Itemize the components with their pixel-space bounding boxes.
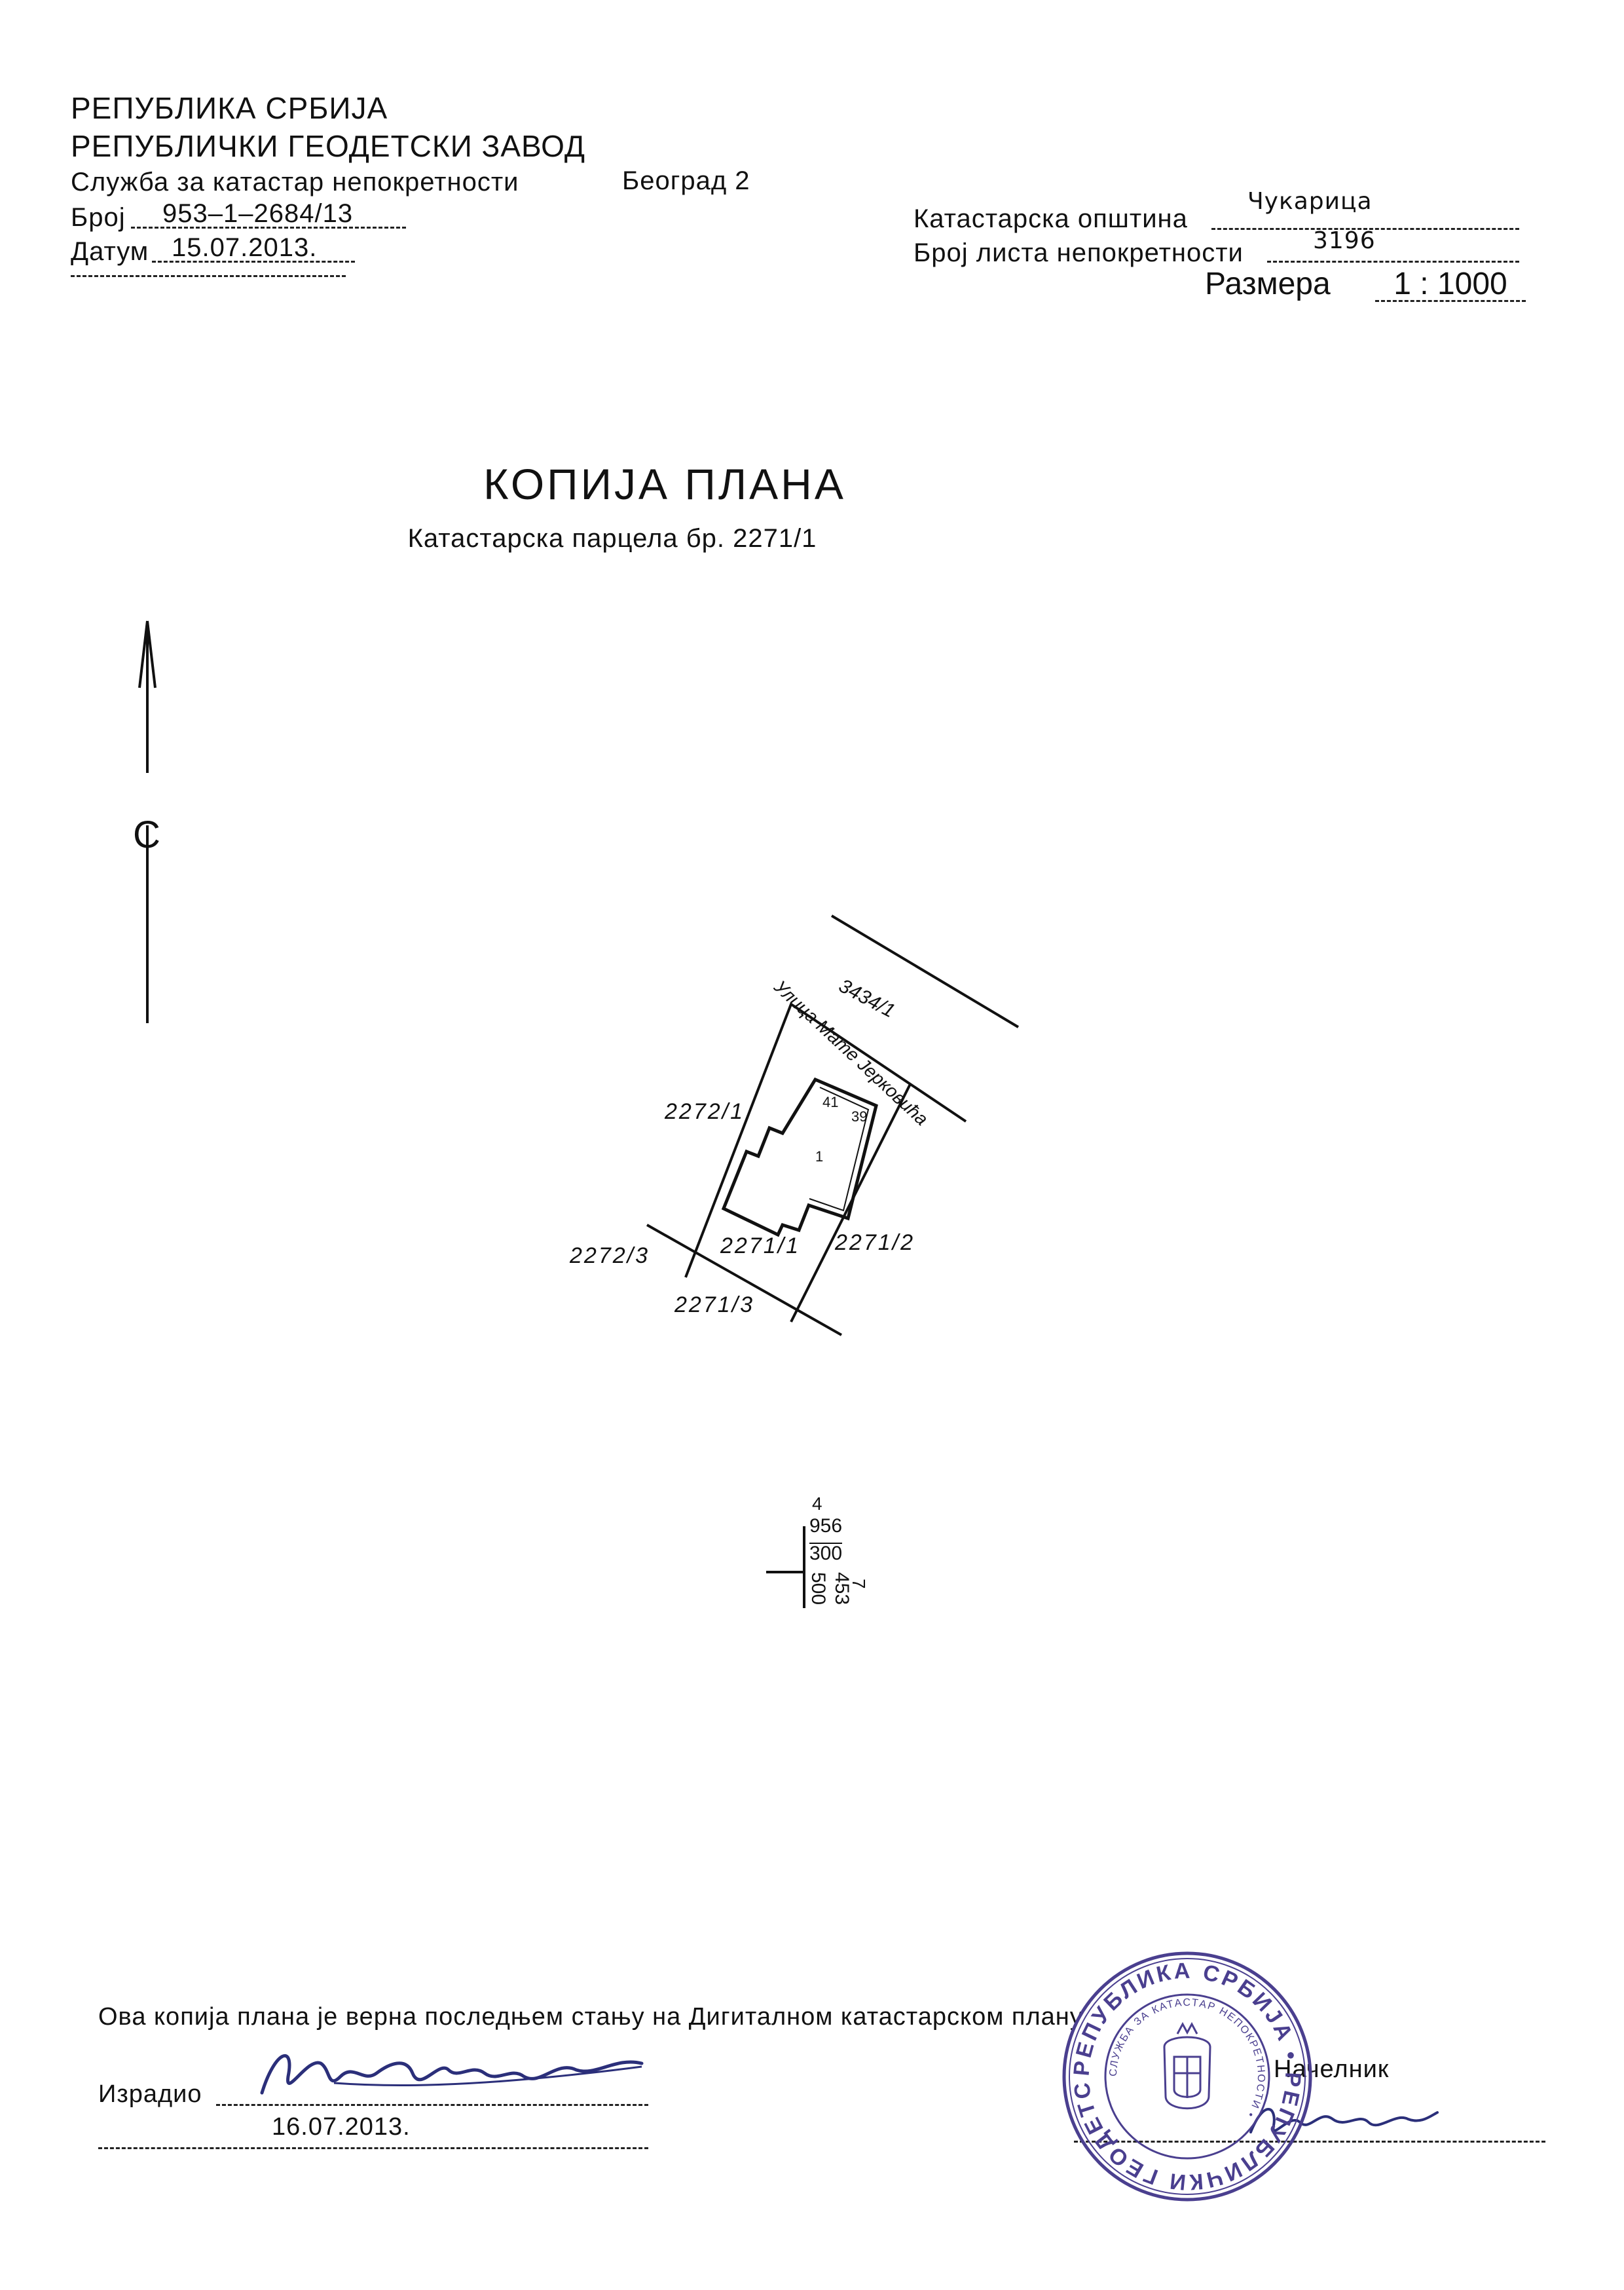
made-by-label: Израдио	[98, 2080, 202, 2108]
parcel-label-2271-2: 2271/2	[835, 1230, 915, 1255]
scale-label: Размера	[1205, 267, 1331, 301]
made-by-date-line	[98, 2147, 648, 2149]
north-arrow	[138, 620, 157, 1023]
building-number: 1	[815, 1148, 824, 1165]
building-outline	[721, 1077, 878, 1237]
chief-label: Начелник	[1274, 2055, 1390, 2083]
document-date-value: 15.07.2013.	[152, 235, 355, 263]
north-label: С	[133, 814, 160, 856]
made-by-line	[216, 2104, 648, 2106]
page-title: КОПИЈА ПЛАНА	[483, 460, 846, 508]
grid-north-value-1: 956	[809, 1515, 843, 1537]
document-date-label: Датум	[71, 237, 149, 266]
parcel-boundary-east	[790, 1083, 912, 1323]
agency-name: РЕПУБЛИЧКИ ГЕОДЕТСКИ ЗАВОД	[71, 129, 586, 163]
document-number-label: Број	[71, 203, 126, 232]
country-name: РЕПУБЛИКА СРБИЈА	[71, 91, 388, 125]
grid-north-value-2: 300	[809, 1543, 843, 1564]
signature-made-by	[260, 2054, 644, 2095]
official-stamp: РЕПУБЛИКА СРБИЈА • РЕПУБЛИЧКИ ГЕОДЕТСКИ …	[1060, 1949, 1312, 2202]
sheet-value: 3196	[1313, 227, 1376, 254]
house-number-39: 39	[851, 1108, 868, 1125]
certification-statement: Ова копија плана је верна последњем стањ…	[98, 2003, 1083, 2031]
coat-of-arms-icon	[1163, 2021, 1211, 2110]
parcel-label-2271-1: 2271/1	[720, 1233, 800, 1258]
grid-east-value-2: 500	[807, 1572, 829, 1605]
header-divider	[71, 275, 346, 277]
parcel-label-2271-3: 2271/3	[674, 1292, 754, 1317]
street-parcel-label: 3434/1	[835, 975, 898, 1023]
scale-value: 1 : 1000	[1375, 269, 1526, 302]
service-name: Служба за катастар непокретности	[71, 168, 519, 197]
municipality-label: Катастарска општина	[913, 204, 1188, 233]
house-number-41: 41	[822, 1094, 839, 1110]
municipality-line	[1211, 228, 1519, 230]
sheet-label: Број листа непокретности	[913, 238, 1244, 267]
document-number-value: 953–1–2684/13	[131, 200, 406, 229]
parcel-subtitle: Катастарска парцела бр. 2271/1	[407, 524, 817, 553]
grid-east-value-1: 453	[831, 1572, 853, 1605]
parcel-label-2272-3: 2272/3	[570, 1243, 650, 1268]
signature-chief	[1249, 2108, 1439, 2133]
made-by-date: 16.07.2013.	[272, 2113, 411, 2141]
parcel-label-2272-1: 2272/1	[665, 1099, 745, 1124]
chief-line	[1074, 2141, 1545, 2143]
sheet-line	[1267, 261, 1519, 263]
service-city: Београд 2	[622, 166, 750, 195]
grid-top-index: 4	[812, 1493, 822, 1514]
street-boundary-north	[830, 914, 1020, 1028]
municipality-value: Чукарица	[1247, 188, 1373, 215]
